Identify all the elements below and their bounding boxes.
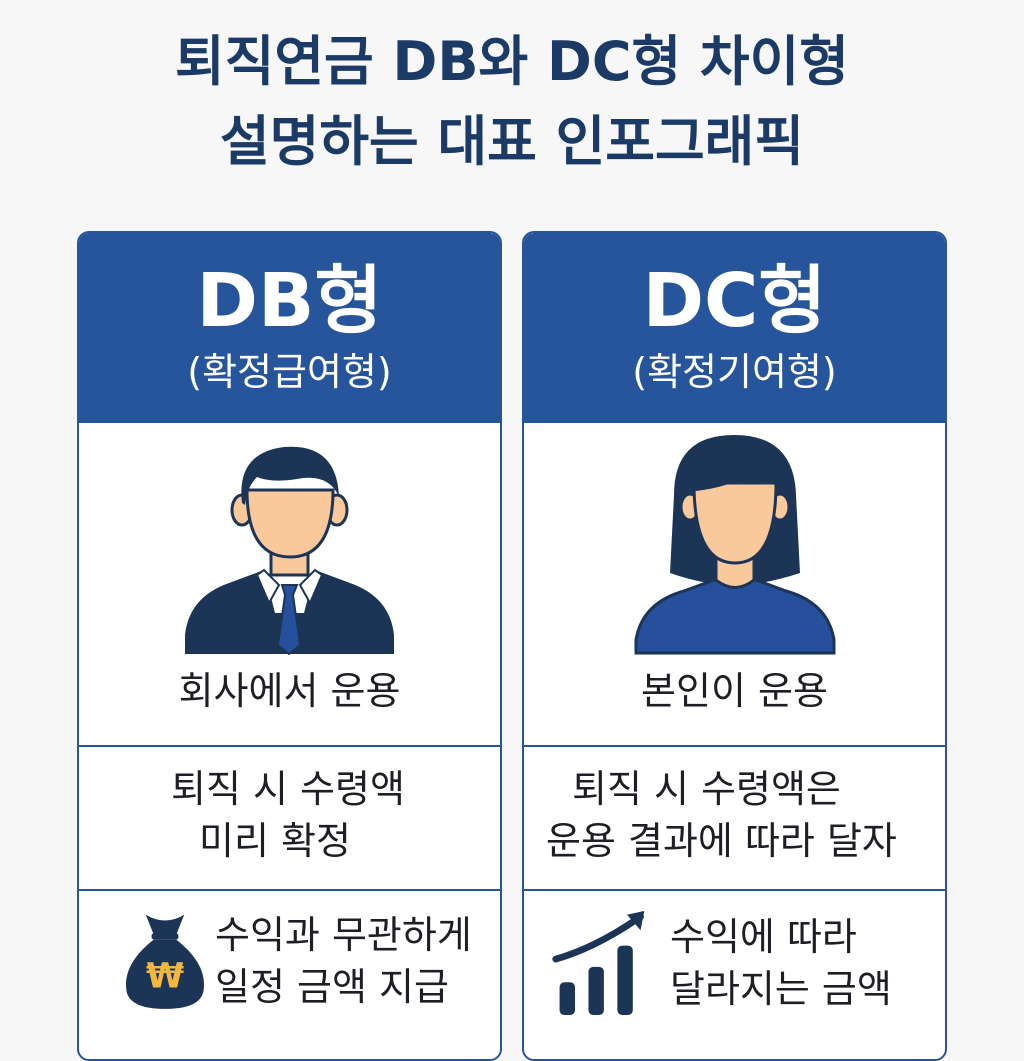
db-benefit-section: ₩ 수익과 무관하게 일정 금액 지급 <box>79 891 500 1059</box>
money-bag-won-icon: ₩ <box>125 914 205 1009</box>
dc-benefit-section: 수익에 따라 달라지는 금액 <box>524 891 945 1059</box>
dc-operator: 본인이 운용 <box>641 669 828 713</box>
db-header: DB형 (확정급여형) <box>79 233 500 423</box>
dc-payout-line-2: 운용 결과에 따라 달자 <box>546 819 897 863</box>
db-benefit-line-1: 수익과 무관하게 <box>215 913 472 957</box>
page-title: 퇴직연금 DB와 DC형 차이형 설명하는 대표 인포그래픽 <box>0 22 1024 182</box>
title-line-1: 퇴직연금 DB와 DC형 차이형 <box>175 30 849 93</box>
dc-subtitle: (확정기여형) <box>632 350 837 394</box>
dc-card: DC형 (확정기여형) 본인이 운용 퇴직 시 수령액은 운용 결과에 따라 달… <box>522 231 947 1061</box>
dc-name: DC형 <box>642 258 827 344</box>
db-name: DB형 <box>196 258 383 344</box>
title-line-2: 설명하는 대표 인포그래픽 <box>219 110 805 173</box>
db-payout-line-1: 퇴직 시 수령액 <box>171 767 405 811</box>
db-operator: 회사에서 운용 <box>178 669 401 713</box>
won-symbol: ₩ <box>146 957 184 997</box>
dc-benefit-line-1: 수익에 따라 <box>670 915 857 959</box>
db-card: DB형 (확정급여형) 회사에서 운용 퇴직 시 수령액 미리 확정 <box>77 231 502 1061</box>
dc-payout-section: 퇴직 시 수령액은 운용 결과에 따라 달자 <box>524 747 945 891</box>
db-payout-section: 퇴직 시 수령액 미리 확정 <box>79 747 500 891</box>
dc-operator-section: 본인이 운용 <box>524 423 945 747</box>
dc-header: DC형 (확정기여형) <box>524 233 945 423</box>
man-in-suit-icon <box>185 446 394 655</box>
dc-payout-line-1: 퇴직 시 수령액은 <box>572 767 841 811</box>
db-subtitle: (확정급여형) <box>187 350 392 394</box>
rising-chart-icon <box>552 910 645 1015</box>
woman-icon <box>634 435 836 655</box>
db-operator-section: 회사에서 운용 <box>79 423 500 747</box>
db-payout-line-2: 미리 확정 <box>199 819 351 863</box>
dc-benefit-line-2: 달라지는 금액 <box>670 967 892 1011</box>
db-benefit-line-2: 일정 금액 지급 <box>215 965 449 1009</box>
